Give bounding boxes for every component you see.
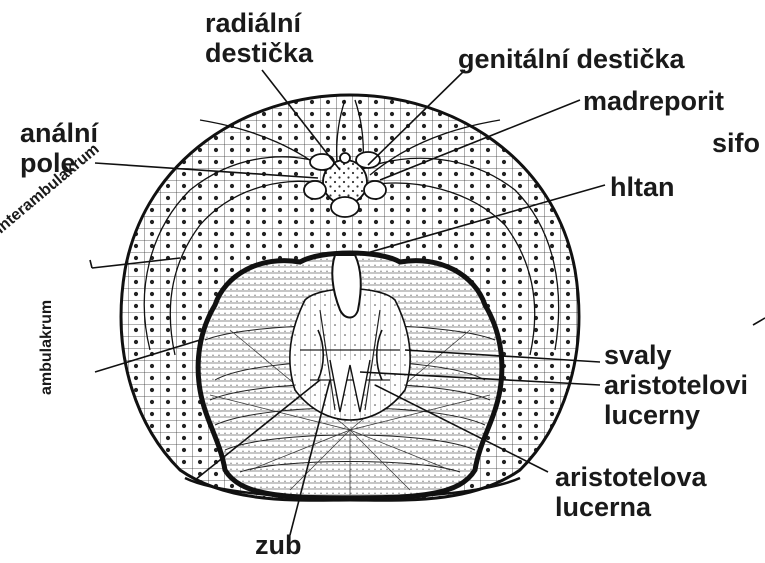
label-svaly-line1: svaly (604, 340, 748, 370)
label-hltan: hltan (610, 172, 675, 202)
label-aristotelova-line1: aristotelova (555, 462, 707, 492)
label-sifo: sifo (712, 128, 760, 158)
label-radialni-line1: radiální (205, 8, 313, 38)
label-genitalni-desticka: genitální destička (458, 44, 685, 74)
label-aristotelova-line2: lucerna (555, 492, 707, 522)
label-svaly-line2: aristotelovi (604, 370, 748, 400)
label-radialni-line2: destička (205, 38, 313, 68)
label-radialni-desticka: radiální destička (205, 8, 313, 68)
label-madreporit: madreporit (583, 86, 724, 116)
label-aristotelova-lucerna: aristotelova lucerna (555, 462, 707, 522)
label-zub: zub (255, 530, 302, 560)
label-ambulakrum: ambulakrum (38, 300, 56, 395)
label-svaly-line3: lucerny (604, 400, 748, 430)
label-svaly-aristotelovi-lucerny: svaly aristotelovi lucerny (604, 340, 748, 430)
